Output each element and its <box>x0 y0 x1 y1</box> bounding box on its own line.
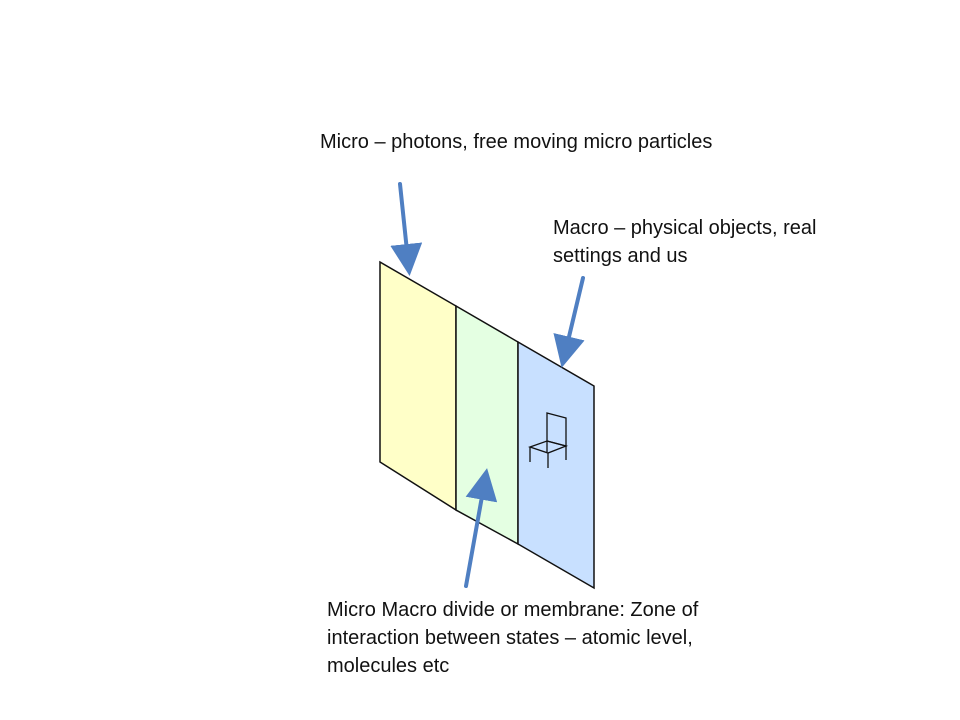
micro-arrow <box>390 182 423 276</box>
micro-panel <box>379 260 457 512</box>
chair-icon <box>527 412 569 468</box>
macro-panel <box>517 340 595 590</box>
divide-panel <box>455 304 519 546</box>
divide-arrow <box>464 468 498 588</box>
divide-label: Micro Macro divide or membrane: Zone of … <box>327 599 699 677</box>
macro-arrow <box>553 276 585 368</box>
macro-label: Macro – physical objects, real settings … <box>553 217 817 267</box>
micro-label: Micro – photons, free moving micro parti… <box>320 131 713 153</box>
